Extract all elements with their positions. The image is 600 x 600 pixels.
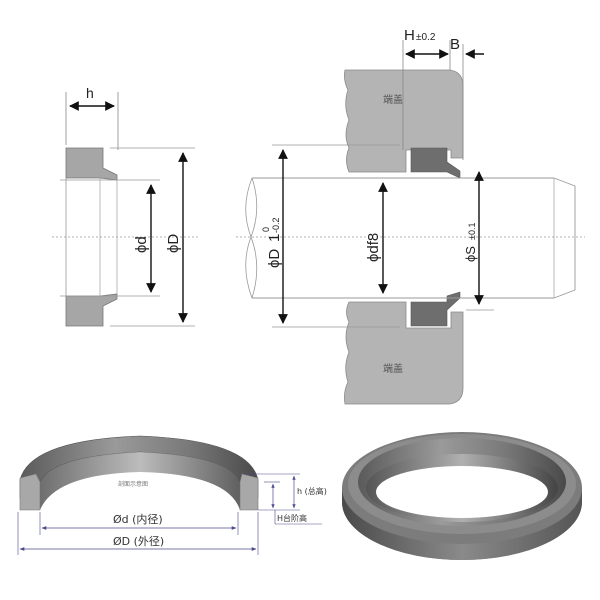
end-cap-top-label: 端盖 bbox=[383, 93, 403, 106]
seal-ring-3d bbox=[342, 432, 582, 560]
inner-dia-label: Ød (内径) bbox=[113, 512, 163, 526]
total-height-label: h (总高) bbox=[297, 486, 327, 496]
seal-section-view: h ϕd ϕD bbox=[52, 85, 200, 327]
svg-text:0: 0 bbox=[261, 227, 271, 232]
width-h-label: h bbox=[86, 85, 94, 101]
gap-B-label: B bbox=[450, 36, 460, 53]
outer-dia-label: ØD (外径) bbox=[113, 535, 164, 548]
svg-text:1: 1 bbox=[266, 234, 283, 242]
svg-text:-0.2: -0.2 bbox=[271, 217, 281, 233]
rod-dia-label: ϕdf8 bbox=[365, 233, 382, 262]
height-H-label: H bbox=[404, 27, 415, 44]
step-height-label: H台阶高 bbox=[277, 513, 307, 523]
shaft-step-dim-label: ϕS ±0.1 bbox=[463, 223, 478, 262]
end-cap-bottom-label: 端盖 bbox=[383, 362, 403, 375]
height-tol-label: ±0.2 bbox=[416, 32, 436, 43]
installation-view: 端盖 端盖 ϕD 1 0 -0.2 ϕdf8 bbox=[236, 27, 585, 405]
svg-text:ϕS: ϕS bbox=[463, 246, 478, 262]
svg-text:±0.1: ±0.1 bbox=[467, 223, 477, 240]
outer-dia-D-label: ϕD bbox=[165, 234, 182, 253]
inner-dia-d-label: ϕd bbox=[133, 236, 150, 253]
seal-top-section bbox=[410, 147, 461, 179]
end-cap-bottom bbox=[344, 301, 464, 405]
iso-section-view: 剖面示意图 Ød (内径) ØD (外径) h (总高) H台阶高 bbox=[17, 435, 327, 555]
svg-text:ϕD: ϕD bbox=[266, 249, 283, 268]
section-caption: 剖面示意图 bbox=[118, 480, 148, 488]
housing-bore-dim-label: ϕD 1 0 -0.2 bbox=[261, 217, 283, 268]
